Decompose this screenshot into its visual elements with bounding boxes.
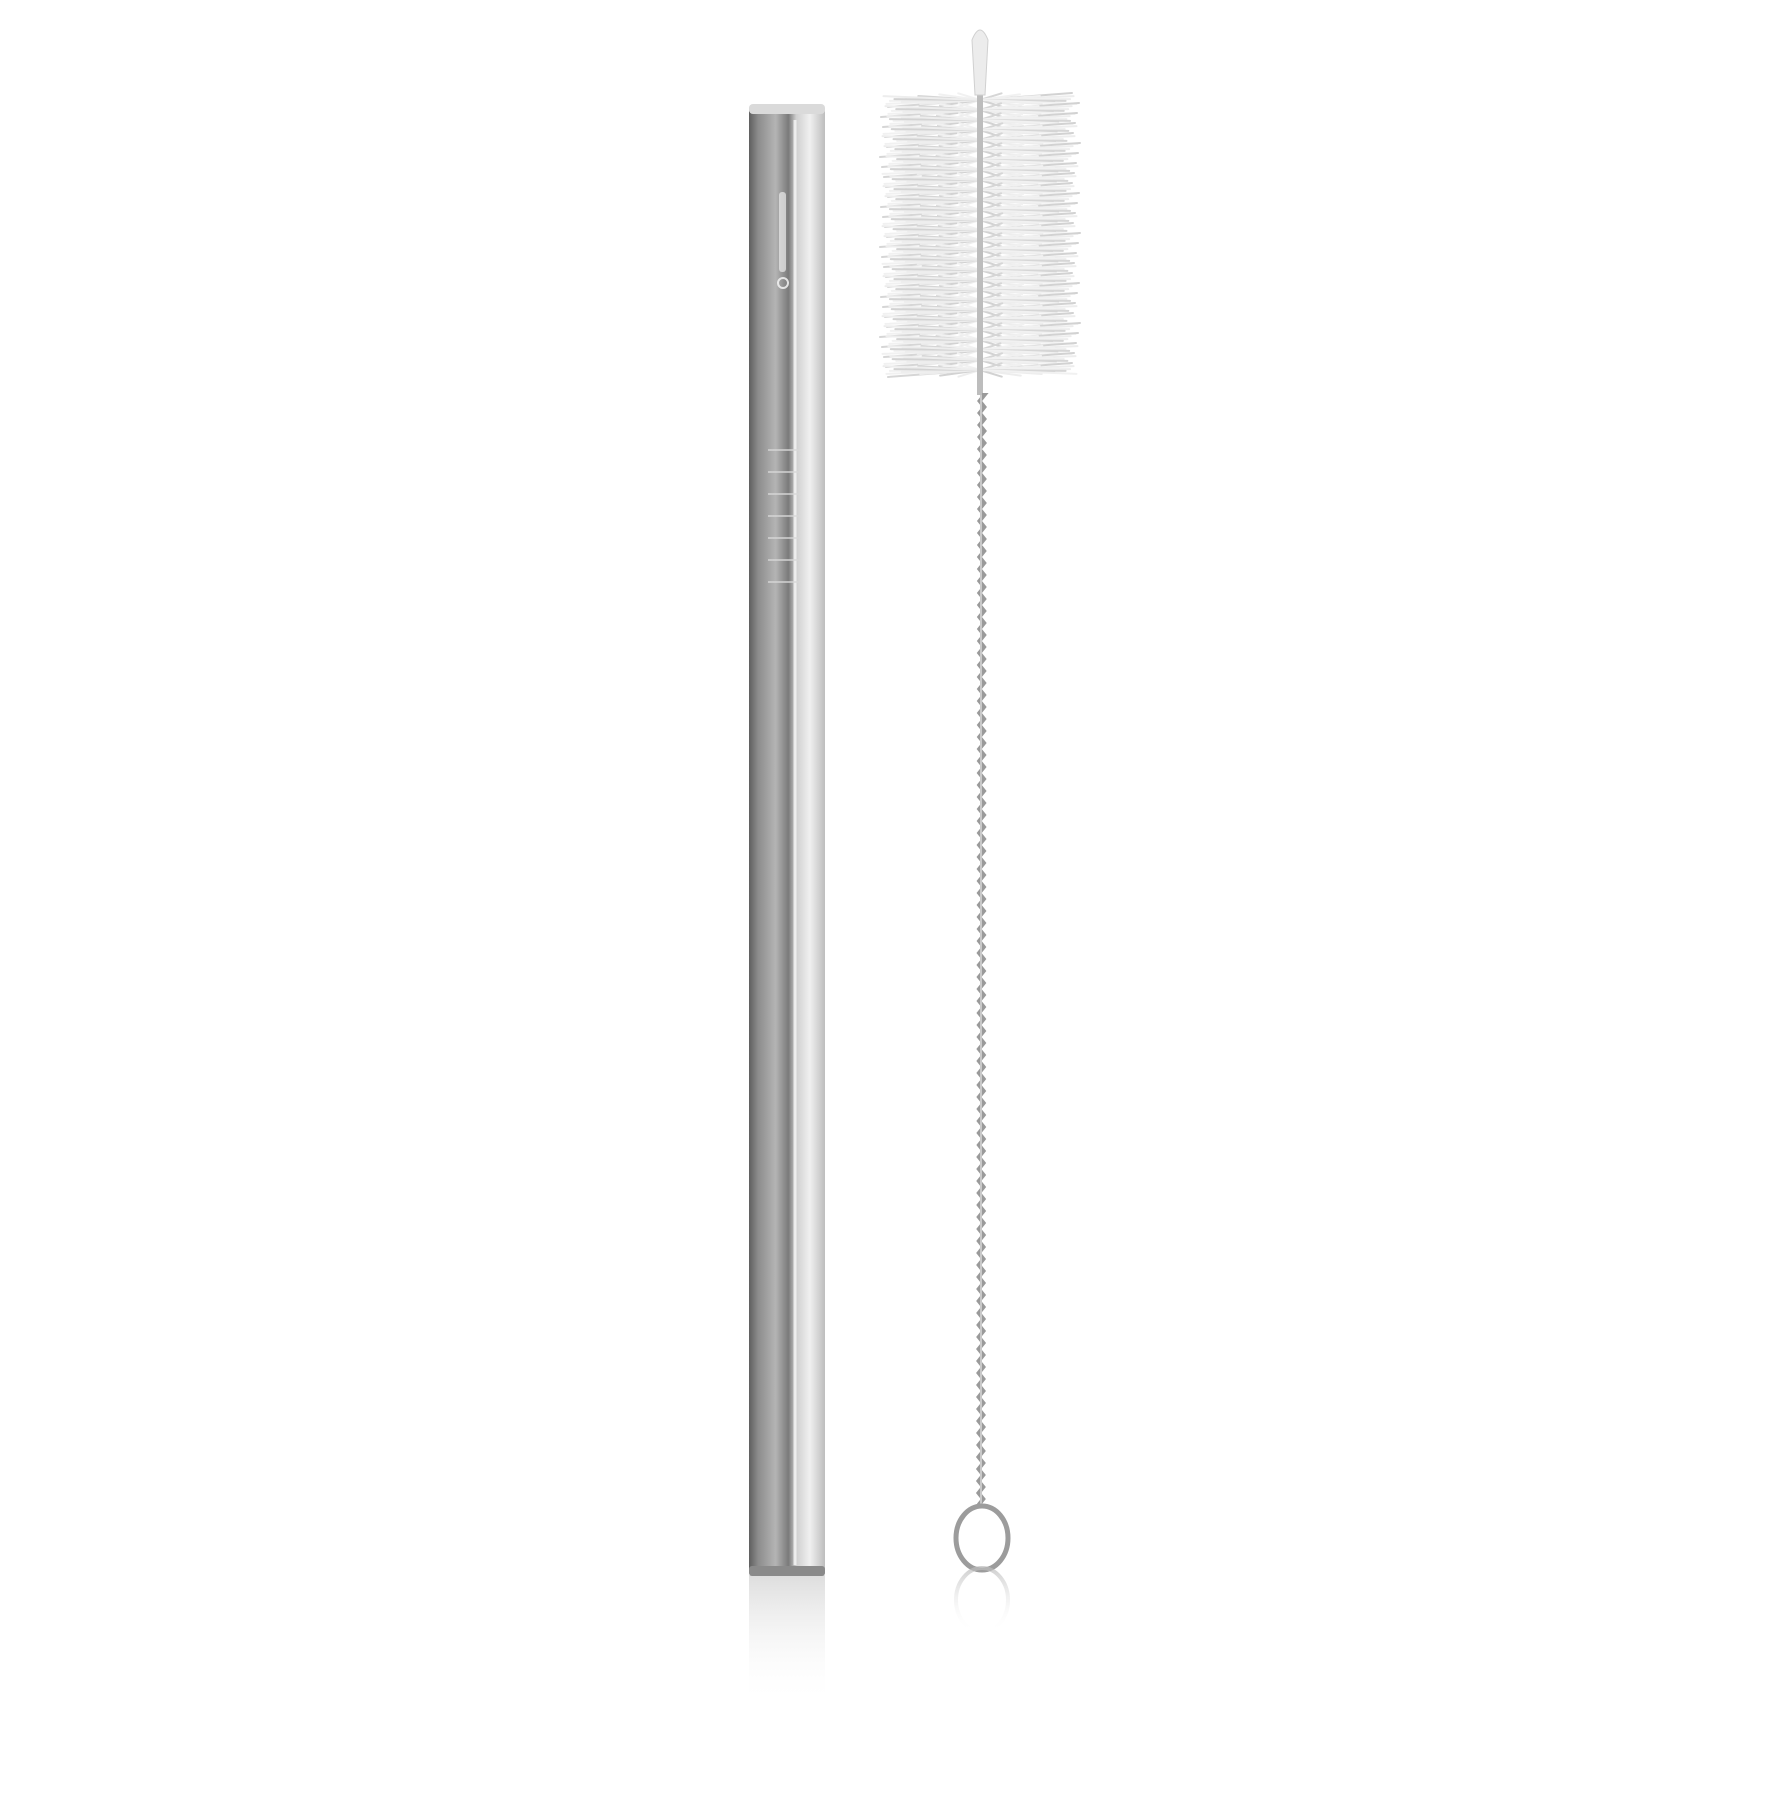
stainless-steel-straw: [749, 104, 825, 1705]
straw-engraved-lines: [768, 449, 800, 583]
brush-bristle: [887, 345, 981, 351]
brush-bristle: [882, 365, 981, 371]
brush-bristle: [979, 109, 1076, 115]
brush-bristle: [979, 349, 1073, 355]
brush-bristle: [884, 195, 981, 201]
brush-bristle: [884, 105, 981, 111]
brush-bristle: [889, 175, 981, 181]
brush-bristle: [887, 255, 981, 261]
brush-twisted-wire: [975, 393, 989, 1507]
brush-bristle-head: [879, 92, 1081, 395]
brush-bristle: [979, 319, 1079, 325]
brush-bristle: [979, 289, 1076, 295]
brush-bristle: [979, 219, 1072, 225]
brush-bristle: [885, 155, 981, 161]
brush-bristle: [979, 189, 1078, 195]
brush-wire-strand: [975, 393, 989, 1507]
brush-bristle: [979, 279, 1078, 285]
brush-bristle: [979, 179, 1071, 185]
brush-bristle: [979, 119, 1074, 125]
brush-loop-handle: [953, 1503, 1011, 1573]
straw-bottom-rim: [749, 1566, 825, 1576]
brush-bristle: [888, 305, 981, 311]
brush-bristle: [979, 339, 1075, 345]
brush-bristle: [889, 265, 981, 271]
brush-bristle: [883, 325, 981, 331]
straw-top-rim: [749, 104, 825, 114]
brush-bristle: [979, 329, 1077, 335]
brush-bristle: [979, 269, 1071, 275]
brush-bristle: [885, 245, 981, 251]
brush-bristle: [979, 299, 1074, 305]
brush-bristle: [886, 115, 981, 121]
brush-bristle: [979, 309, 1072, 315]
brush-bristle: [888, 125, 981, 131]
brush-bristle: [979, 159, 1075, 165]
brush-bristle: [979, 249, 1075, 255]
straw-reflection: [749, 1575, 825, 1705]
brush-bristle: [885, 335, 981, 341]
brush-bristle: [979, 129, 1072, 135]
brush-bristle: [886, 295, 981, 301]
brush-bristle: [881, 135, 981, 141]
brush-bristle: [889, 355, 981, 361]
brush-bristle: [979, 169, 1073, 175]
brush-core-wire: [977, 95, 983, 395]
brush-bristle: [979, 369, 1078, 375]
cleaning-brush: [879, 29, 1081, 1634]
brush-bristle: [979, 99, 1078, 105]
brush-bristle: [979, 229, 1079, 235]
brush-loop-reflection: [954, 1566, 1010, 1634]
brush-bristle: [979, 139, 1079, 145]
brush-bristle: [882, 95, 981, 101]
brush-bristle: [979, 209, 1074, 215]
brush-bristle: [883, 145, 981, 151]
brush-bristle: [888, 215, 981, 221]
brush-bristle: [881, 315, 981, 321]
brush-bristle: [884, 285, 981, 291]
straw-body: [749, 108, 825, 1575]
brush-tip-tuft: [971, 29, 989, 96]
brush-bristle: [979, 359, 1071, 365]
brush-bristle: [881, 225, 981, 231]
brush-bristle: [979, 149, 1077, 155]
brush-bristle: [979, 199, 1076, 205]
brush-bristle: [883, 235, 981, 241]
brush-bristle: [887, 165, 981, 171]
straw-logo-mark: [777, 192, 789, 289]
brush-bristle: [886, 205, 981, 211]
brush-bristle: [979, 239, 1077, 245]
brush-bristle: [882, 185, 981, 191]
brush-bristle: [979, 259, 1073, 265]
brush-bristle: [882, 275, 981, 281]
